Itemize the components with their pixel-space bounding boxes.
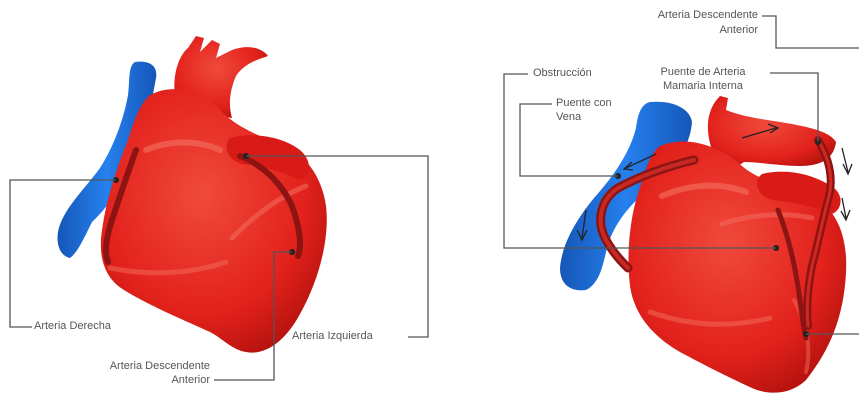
left-heart	[58, 36, 327, 353]
label-arteria-descendente-line1: Arteria Descendente	[60, 360, 210, 373]
label-arteria-descendente-line2: Anterior	[60, 374, 210, 387]
right-heart	[560, 96, 852, 393]
label-right-descendente-line1: Arteria Descendente	[600, 9, 758, 22]
label-puente-vena-line1: Puente con	[556, 97, 612, 110]
label-arteria-derecha: Arteria Derecha	[34, 320, 111, 333]
label-obstruccion: Obstrucción	[533, 67, 592, 80]
leader-descendente-right	[762, 16, 859, 48]
label-puente-arteria-line1: Puente de Arteria	[638, 66, 768, 79]
left-heart-body	[101, 89, 327, 352]
label-arteria-izquierda: Arteria Izquierda	[292, 330, 373, 343]
label-puente-arteria-line2: Mamaria Interna	[638, 80, 768, 93]
label-puente-vena-line2: Vena	[556, 111, 581, 124]
label-right-descendente-line2: Anterior	[600, 24, 758, 37]
